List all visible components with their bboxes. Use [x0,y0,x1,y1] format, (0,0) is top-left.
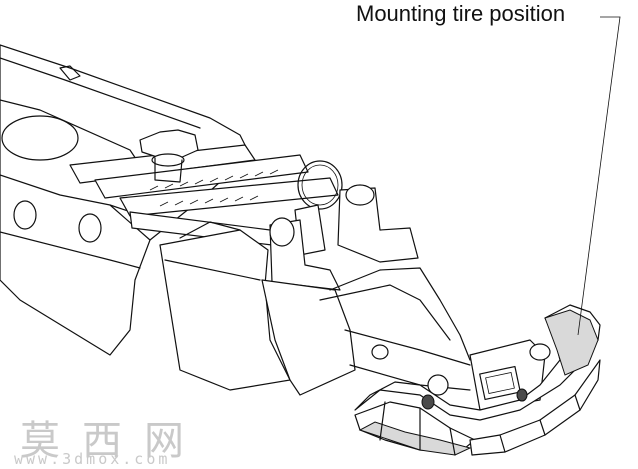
clamp-blocks [269,184,419,291]
mounting-tire-position-label: Mounting tire position [356,1,566,26]
watermark-chinese: 莫西网 [20,418,206,464]
frame-hole [1,115,79,161]
watermark-url: www.3dmox.com [14,450,171,468]
tire-mount-foot [354,304,601,456]
callout-leader-line [577,16,621,336]
lower-housing [159,221,471,396]
adjustment-knob [139,129,199,183]
